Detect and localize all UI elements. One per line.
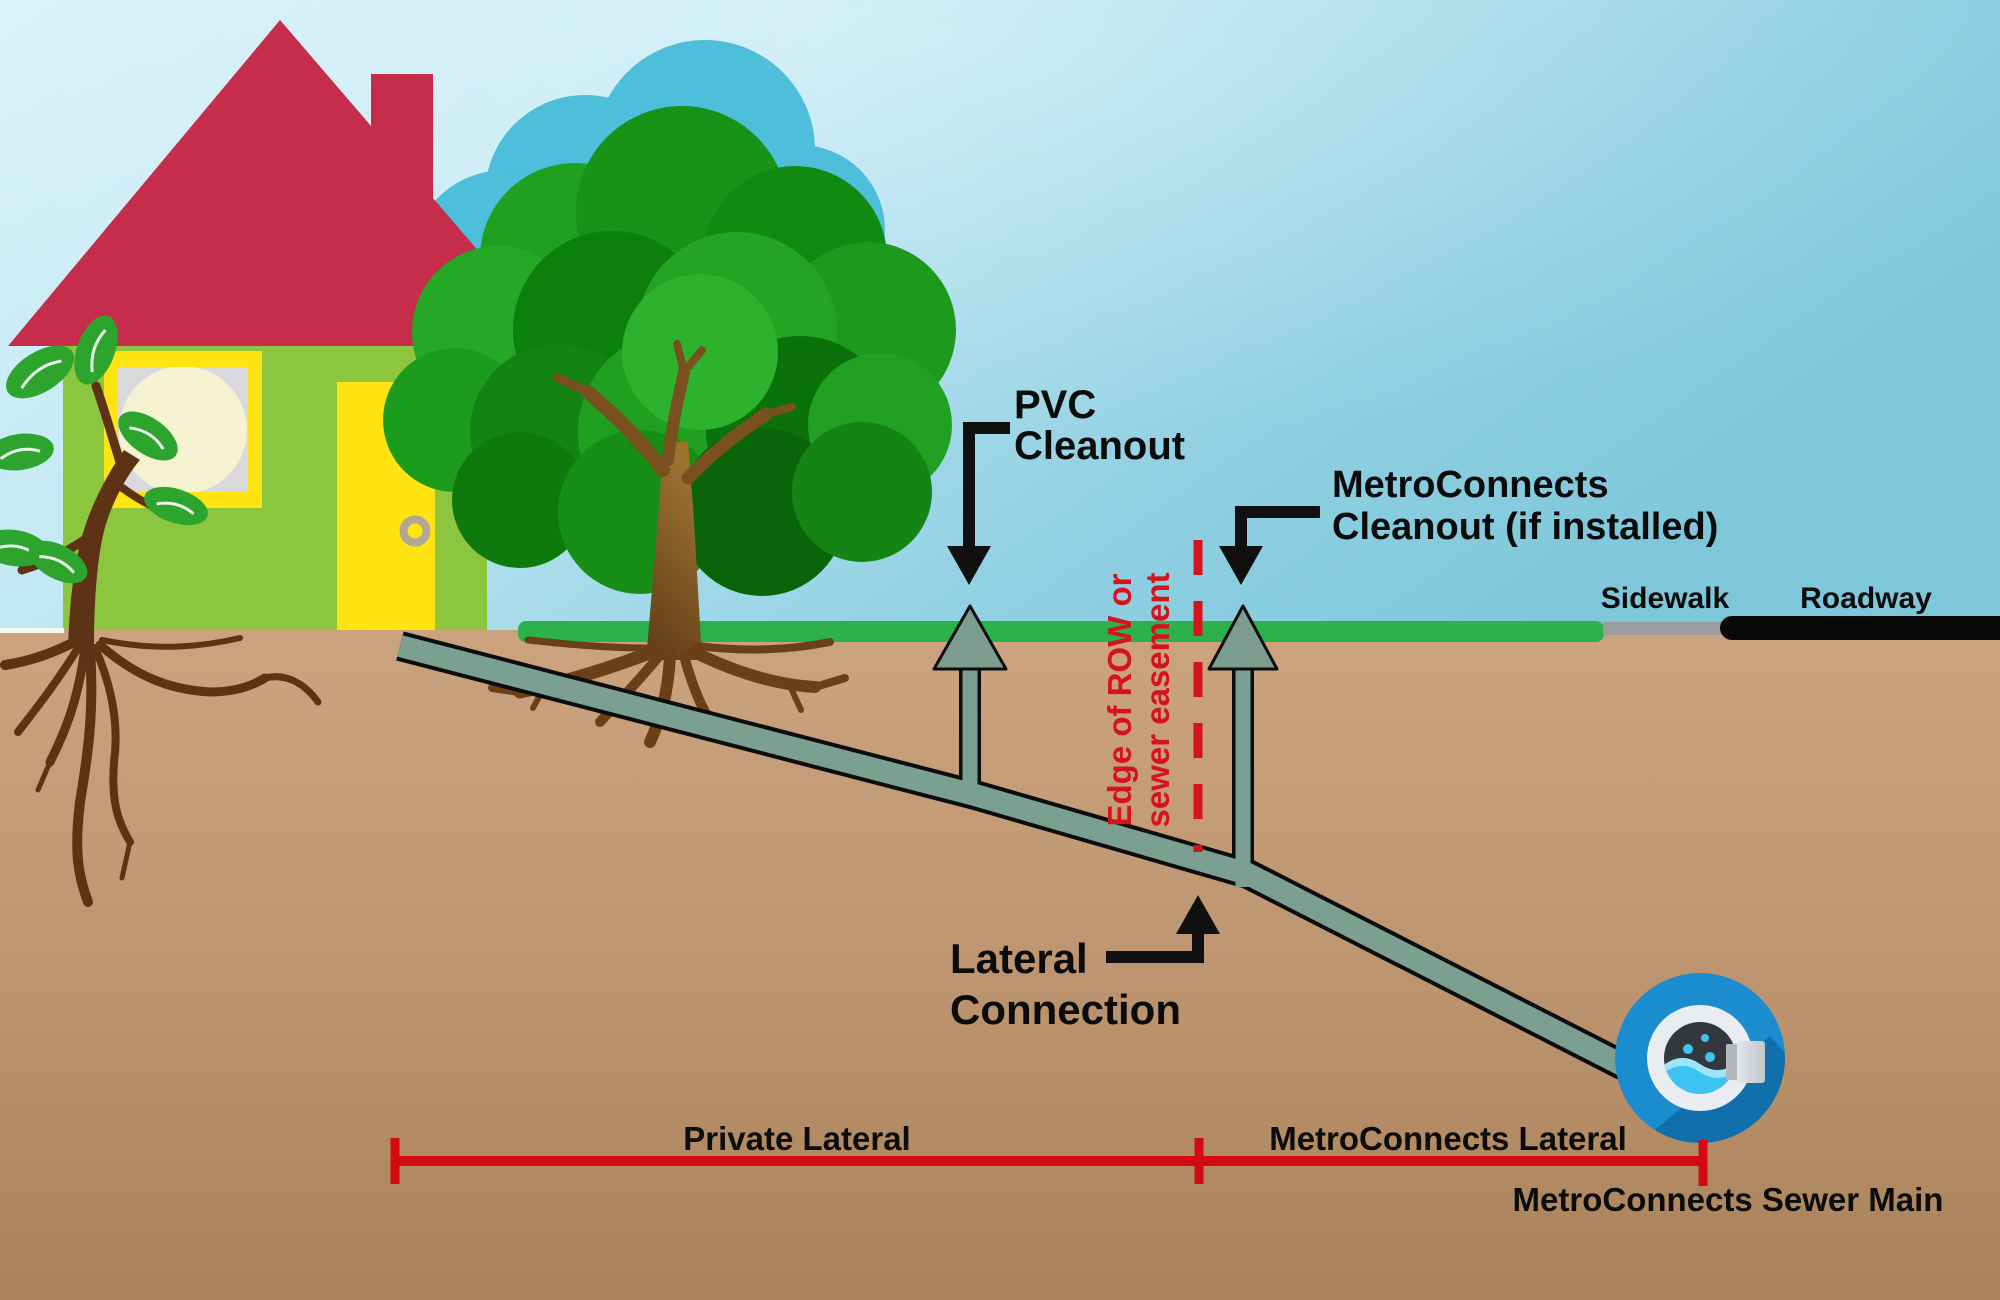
tree-trunk — [553, 340, 796, 660]
tree-canopy — [383, 106, 956, 596]
metroconnects-cleanout-leader — [1235, 506, 1320, 550]
private-lateral-label: Private Lateral — [683, 1120, 910, 1157]
metroconnects-sewer-main-label: MetroConnects Sewer Main — [1513, 1181, 1944, 1218]
tree-icon — [383, 106, 956, 748]
sapling-trunk — [68, 450, 140, 648]
house-roof — [8, 20, 560, 346]
pvc-cleanout-cap-icon — [932, 604, 1008, 671]
manhole-pipe-stub — [1726, 1041, 1765, 1083]
roadway-label: Roadway — [1800, 582, 1932, 615]
sidewalk-strip — [1603, 622, 1722, 635]
lateral-connection-leader — [1106, 930, 1204, 963]
metroconnects-lateral-label: MetroConnects Lateral — [1269, 1120, 1627, 1157]
grass-strip — [518, 621, 1604, 642]
row-boundary-label-line1: Edge of ROW or — [1101, 573, 1138, 826]
lateral-connection-arrowhead-icon — [1176, 895, 1220, 934]
lateral-pipe — [396, 604, 1631, 1080]
ownership-measurement-line — [390, 1138, 1708, 1186]
pvc-cleanout-arrowhead-icon — [947, 546, 991, 585]
lateral-connection-label-line2: Connection — [950, 986, 1181, 1033]
door-handle-icon — [399, 515, 431, 547]
ground — [0, 616, 2000, 1300]
leader-arrows — [963, 422, 1320, 963]
sidewalk-label: Sidewalk — [1601, 582, 1730, 615]
sapling-roots — [0, 635, 322, 907]
lateral-connection-label-line1: Lateral — [950, 935, 1088, 982]
sapling-leaves — [0, 315, 208, 584]
roadway-strip — [1720, 616, 2000, 640]
sapling-icon — [0, 315, 322, 907]
metroconnects-cleanout-label-line2: Cleanout (if installed) — [1332, 506, 1718, 548]
surface-line — [0, 628, 64, 633]
metroconnects-cleanout-arrowhead-icon — [1219, 546, 1263, 585]
pvc-cleanout-label-line1: PVC — [1014, 383, 1096, 427]
pvc-cleanout-label-line2: Cleanout — [1014, 424, 1185, 468]
metroconnects-cleanout-label-line1: MetroConnects — [1332, 464, 1609, 506]
metroconnects-cleanout-cap-icon — [1207, 604, 1279, 671]
row-boundary-label-line2: sewer easement — [1139, 572, 1176, 827]
pvc-cleanout-leader — [963, 422, 1010, 550]
sewer-main-manhole-icon — [1615, 973, 1785, 1143]
